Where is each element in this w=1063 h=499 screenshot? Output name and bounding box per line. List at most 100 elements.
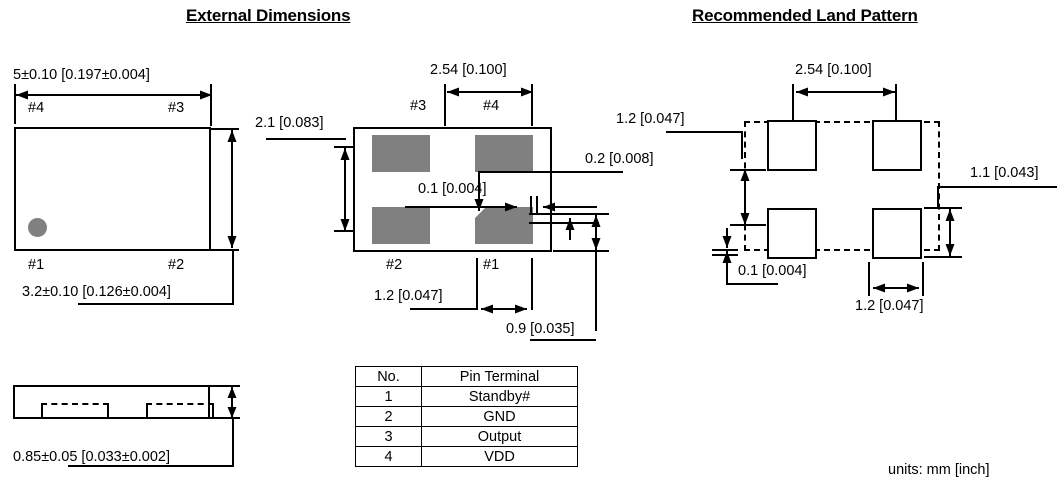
top-view-width-dimension-label: 5±0.10 [0.197±0.004] <box>13 67 150 83</box>
land-pad-height-label: 1.1 [0.043] <box>970 165 1039 181</box>
pin1-dot-icon <box>28 218 47 237</box>
land-pad-width-label: 1.2 [0.047] <box>855 298 924 314</box>
bottom-view-edge-small-arrow <box>565 218 575 240</box>
table-cell-no-4: 4 <box>355 446 422 467</box>
land-vertical-label: 1.2 [0.047] <box>616 111 685 127</box>
table-row: 1 Standby# <box>355 386 578 407</box>
bottom-view-edge-ext-top <box>529 213 609 215</box>
land-pitch-arrow <box>796 87 895 97</box>
bottom-view-pad-height-arrow <box>340 148 350 231</box>
bottom-view-pad-width-arrow <box>481 304 527 314</box>
table-row: 3 Output <box>355 426 578 447</box>
bottom-view-pad-height-ext-top <box>334 146 356 148</box>
bottom-view-pitch-label: 2.54 [0.100] <box>430 62 507 78</box>
land-vertical-leader-v <box>741 131 743 159</box>
bottom-view-pad-width-label: 0.9 [0.035] <box>506 321 575 337</box>
bottom-view-edge-leader-down <box>595 252 597 331</box>
land-pad-top-left <box>767 120 817 171</box>
bottom-view-offset-ext-left <box>476 258 478 310</box>
table-row: 2 GND <box>355 406 578 427</box>
land-pad-top-right <box>872 120 922 171</box>
land-pitch-ext-left <box>792 84 794 120</box>
bottom-view-pad-1-chamfered <box>475 207 533 244</box>
top-view-package-outline <box>14 127 211 251</box>
bottom-view-edge-ext-bottom <box>553 250 609 252</box>
bottom-view-edge-arrow-down <box>474 171 484 211</box>
land-pad-height-leader-h <box>937 186 1057 188</box>
land-pad-bottom-right <box>872 208 922 259</box>
title-external-dimensions: External Dimensions <box>186 6 351 25</box>
bottom-view-gap-label: 0.1 [0.004] <box>418 181 487 197</box>
bottom-view-edge-ext-mid <box>529 222 599 224</box>
land-vertical-leader-h <box>666 131 743 133</box>
table-cell-no-1: 1 <box>355 386 422 407</box>
land-pad-height-ext-top <box>924 207 962 209</box>
pin-terminal-table: No. Pin Terminal 1 Standby# 2 GND 3 Outp… <box>355 366 578 467</box>
land-pitch-label: 2.54 [0.100] <box>795 62 872 78</box>
side-view-body-outline <box>13 385 210 419</box>
bottom-view-gap-arrow-left <box>405 202 517 212</box>
side-view-thickness-label: 0.85±0.05 [0.033±0.002] <box>13 449 171 465</box>
land-pad-height-leader-v <box>937 186 939 207</box>
land-bottom-offset-leader-h <box>726 283 778 285</box>
table-cell-terminal-4: VDD <box>421 446 578 467</box>
units-note: units: mm [inch] <box>888 462 990 478</box>
side-view-ext-bottom <box>210 417 240 419</box>
top-view-pin-label-2: #2 <box>168 257 185 273</box>
land-bottom-offset-ext-b <box>712 254 738 256</box>
table-cell-no-2: 2 <box>355 406 422 427</box>
bottom-view-offset-ext-right <box>531 258 533 310</box>
title-recommended-land-pattern: Recommended Land Pattern <box>692 6 918 25</box>
table-row: 4 VDD <box>355 446 578 467</box>
side-view-leader-down <box>232 419 234 465</box>
top-view-pin-label-3: #3 <box>168 100 185 116</box>
bottom-view-pad-3 <box>372 135 430 172</box>
bottom-view-pad-height-leader <box>266 138 346 140</box>
land-pad-height-ext-bottom <box>924 256 962 258</box>
bottom-view-edge-tall-arrow <box>591 215 601 250</box>
land-pad-width-ext-left <box>868 262 870 296</box>
land-pad-width-arrow <box>873 283 919 293</box>
land-pad-height-arrow <box>945 209 955 256</box>
bottom-view-pad-4 <box>475 135 533 172</box>
top-view-height-dimension-label: 3.2±0.10 [0.126±0.004] <box>22 284 171 300</box>
bottom-view-pad-2 <box>372 207 430 244</box>
bottom-view-gap-ext-b <box>536 196 538 214</box>
table-header-row: No. Pin Terminal <box>355 366 578 387</box>
top-view-pin-label-4: #4 <box>28 100 45 116</box>
side-view-pad-right <box>146 403 214 419</box>
top-view-height-leader-line <box>78 303 234 305</box>
bottom-view-offset-label: 1.2 [0.047] <box>374 288 443 304</box>
bottom-view-pitch-ext-right <box>531 84 533 126</box>
side-view-thickness-arrow <box>227 387 237 418</box>
bottom-view-pin-label-1: #1 <box>483 257 500 273</box>
bottom-view-pin-label-3: #3 <box>410 98 427 114</box>
top-view-width-arrow <box>16 90 212 100</box>
bottom-view-edge-label: 0.2 [0.008] <box>585 151 654 167</box>
land-bottom-offset-label: 0.1 [0.004] <box>738 263 807 279</box>
bottom-view-pitch-arrow <box>447 87 533 97</box>
bottom-view-edge-leader-h <box>478 171 623 173</box>
top-view-pin-label-1: #1 <box>28 257 45 273</box>
land-pattern-group: 2.54 [0.100] 1.2 [0.047] <box>616 0 1063 345</box>
top-view-ext-line-left <box>14 84 16 124</box>
table-cell-terminal-3: Output <box>421 426 578 447</box>
top-view-height-ext-bottom <box>211 249 239 251</box>
side-view-ext-top <box>210 385 240 387</box>
land-pad-bottom-left <box>767 208 817 259</box>
bottom-view-group: 2.54 [0.100] #3 #4 2.1 [0.083] <box>240 0 654 345</box>
bottom-view-offset-leader <box>410 308 477 310</box>
top-view-height-arrow <box>227 130 237 248</box>
bottom-view-pin-label-4: #4 <box>483 98 500 114</box>
bottom-view-pin-label-2: #2 <box>386 257 403 273</box>
land-vertical-ext-bottom <box>730 224 766 226</box>
table-header-pin-terminal: Pin Terminal <box>421 366 578 387</box>
side-view-pad-left <box>41 403 109 419</box>
table-cell-terminal-1: Standby# <box>421 386 578 407</box>
bottom-view-pad-height-label: 2.1 [0.083] <box>255 115 324 131</box>
top-view-height-ext-top <box>211 128 239 130</box>
land-vertical-ext-top <box>730 169 766 171</box>
land-bottom-offset-ext-a <box>712 249 738 251</box>
table-cell-no-3: 3 <box>355 426 422 447</box>
